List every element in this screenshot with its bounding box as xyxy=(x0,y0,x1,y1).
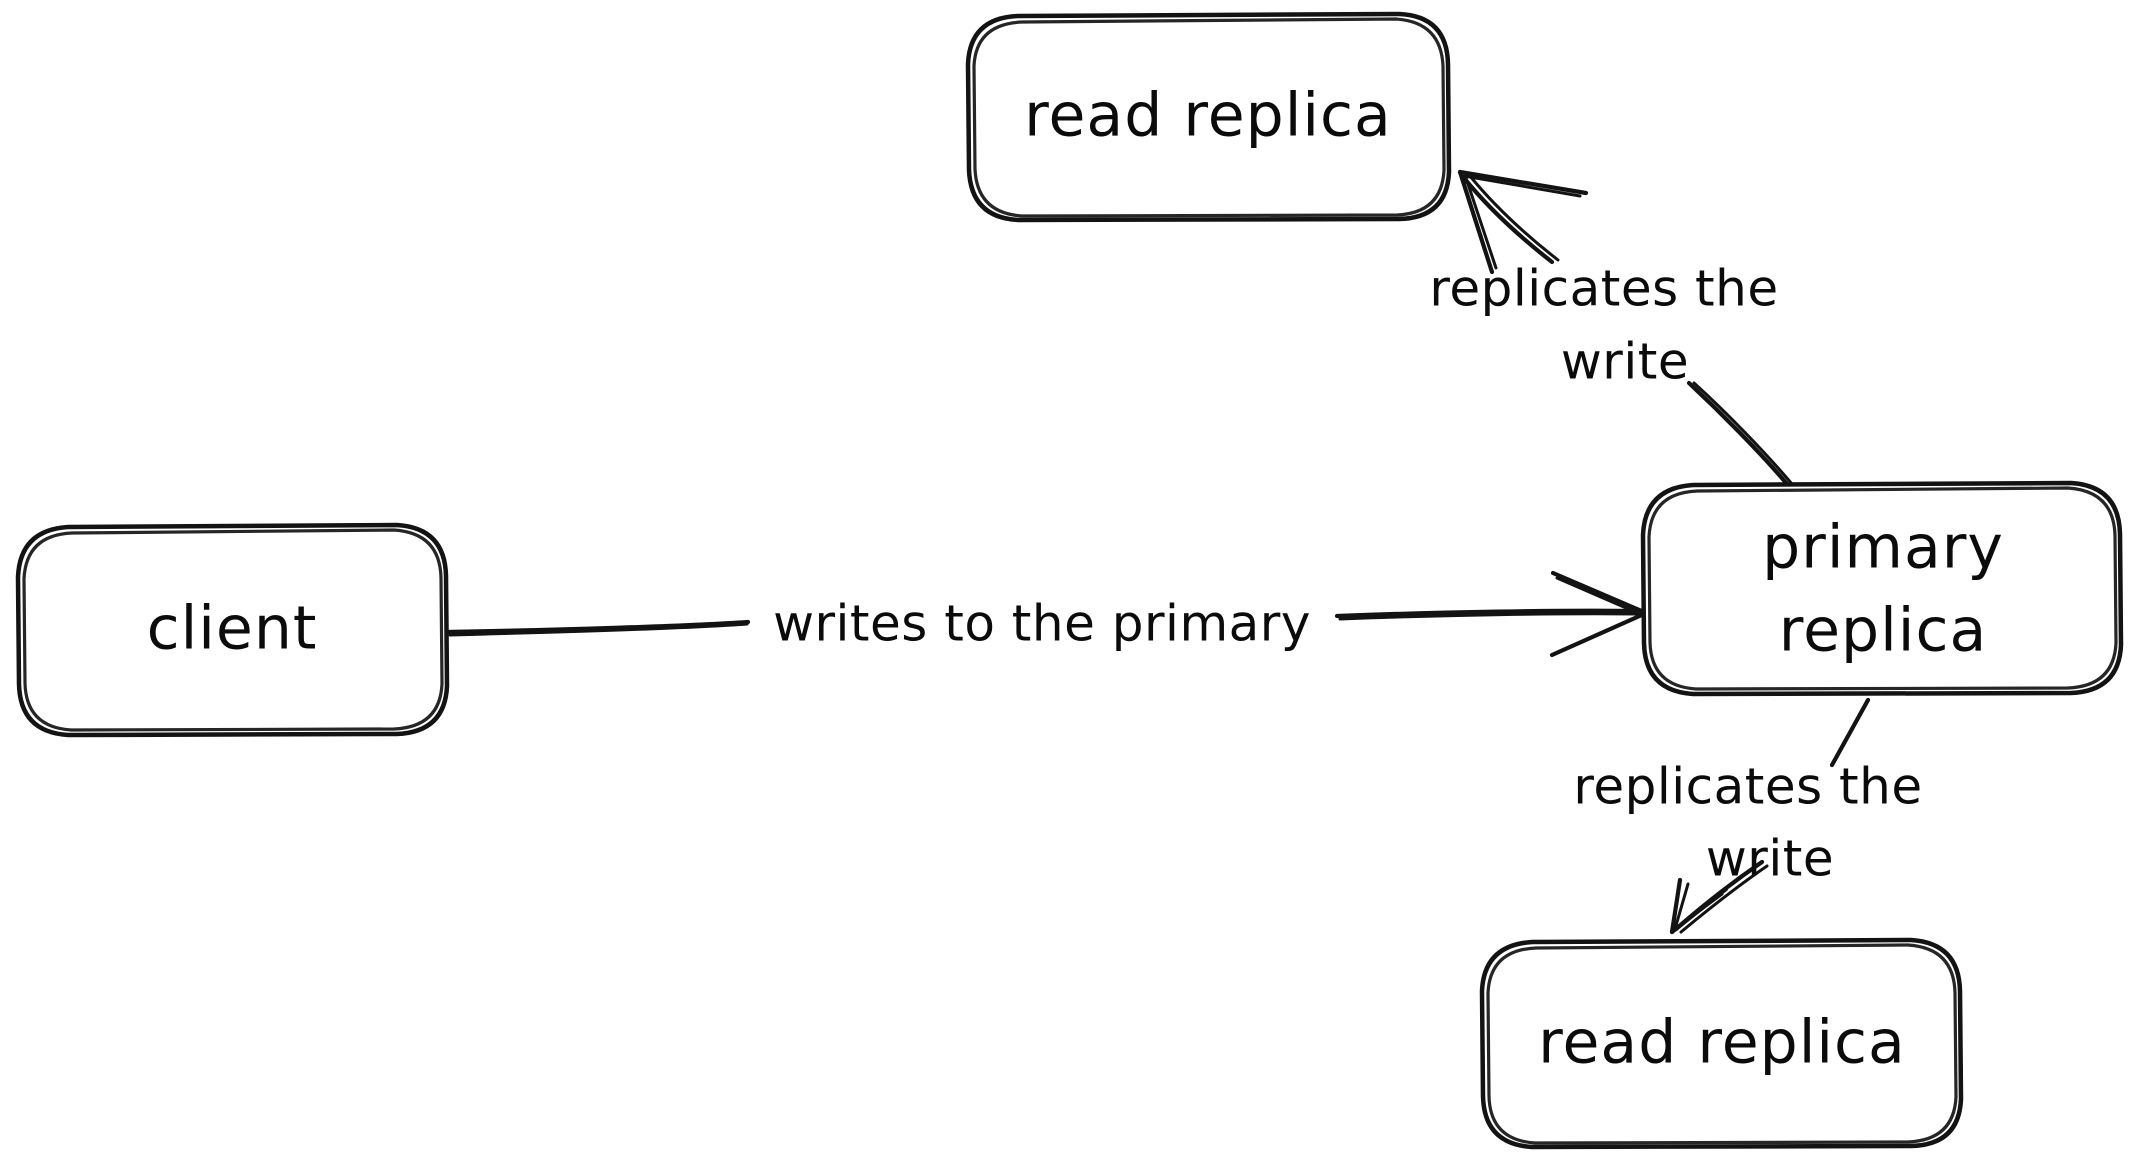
node-read-replica-top-label: read replica xyxy=(1024,81,1392,151)
edge-client-to-primary[interactable]: writes to the primary xyxy=(444,570,1647,658)
edge-arrowhead-lower-barb xyxy=(1549,611,1647,658)
edge-line-left-segment xyxy=(444,619,751,635)
edge-up-line-upper-segment-echo xyxy=(1468,174,1560,262)
edge-line-left-segment-echo xyxy=(448,622,749,637)
node-read-replica-bottom[interactable]: read replica xyxy=(1479,937,1964,1150)
node-read-replica-top-shape xyxy=(965,11,1452,223)
node-client-label: client xyxy=(147,594,318,664)
edge-label-replicates-write-bottom-line1: replicates the xyxy=(1573,758,1922,816)
edge-primary-to-read-replica-top[interactable]: replicates the write xyxy=(1429,169,1794,487)
edge-down-arrowhead-up-barb xyxy=(1669,877,1683,935)
edge-line-right-segment xyxy=(1334,608,1640,619)
node-client[interactable]: client xyxy=(15,522,450,738)
edge-up-arrowhead-right-barb xyxy=(1457,169,1589,196)
node-read-replica-bottom-shape-echo xyxy=(1486,943,1958,1145)
node-primary-replica[interactable]: primary replica xyxy=(1640,480,2124,697)
node-read-replica-top[interactable]: read replica xyxy=(965,11,1452,223)
edge-label-writes-to-primary: writes to the primary xyxy=(773,595,1311,653)
node-client-shape-echo xyxy=(22,528,444,732)
node-primary-replica-label-line2: replica xyxy=(1779,596,1987,666)
edge-line-right-segment-echo xyxy=(1338,612,1639,621)
node-primary-replica-shape xyxy=(1640,480,2124,697)
edge-up-line-upper-segment xyxy=(1461,175,1555,265)
edge-up-arrowhead-down-barb-echo xyxy=(1464,176,1498,270)
edge-up-arrowhead-right-barb-echo xyxy=(1462,174,1582,198)
edge-down-arrowhead-up-barb-echo xyxy=(1673,882,1690,931)
edge-label-replicates-write-top-line2: write xyxy=(1561,333,1689,391)
node-primary-replica-shape-echo xyxy=(1647,486,2118,691)
node-primary-replica-label-line1: primary xyxy=(1762,513,2004,583)
edge-down-line-upper-segment xyxy=(1829,697,1871,768)
edge-label-replicates-write-bottom-line2: write xyxy=(1706,830,1834,888)
node-client-shape xyxy=(15,522,450,738)
edge-up-line-lower-segment-echo xyxy=(1692,381,1794,486)
edge-up-line-lower-segment xyxy=(1686,380,1790,487)
edge-primary-to-read-replica-bottom[interactable]: replicates the write xyxy=(1573,697,1922,935)
edge-down-line-lower-segment-echo xyxy=(1679,864,1769,934)
edge-arrowhead-upper-barb xyxy=(1550,570,1647,615)
node-read-replica-bottom-shape xyxy=(1479,937,1964,1150)
edge-up-arrowhead-down-barb xyxy=(1457,169,1495,275)
edge-label-replicates-write-top-line1: replicates the xyxy=(1429,260,1778,318)
node-read-replica-bottom-label: read replica xyxy=(1538,1008,1906,1078)
edge-arrowhead-upper-barb-echo xyxy=(1555,576,1642,616)
node-read-replica-top-shape-echo xyxy=(972,17,1446,218)
edge-down-arrowhead-right-barb-echo xyxy=(1673,892,1724,931)
